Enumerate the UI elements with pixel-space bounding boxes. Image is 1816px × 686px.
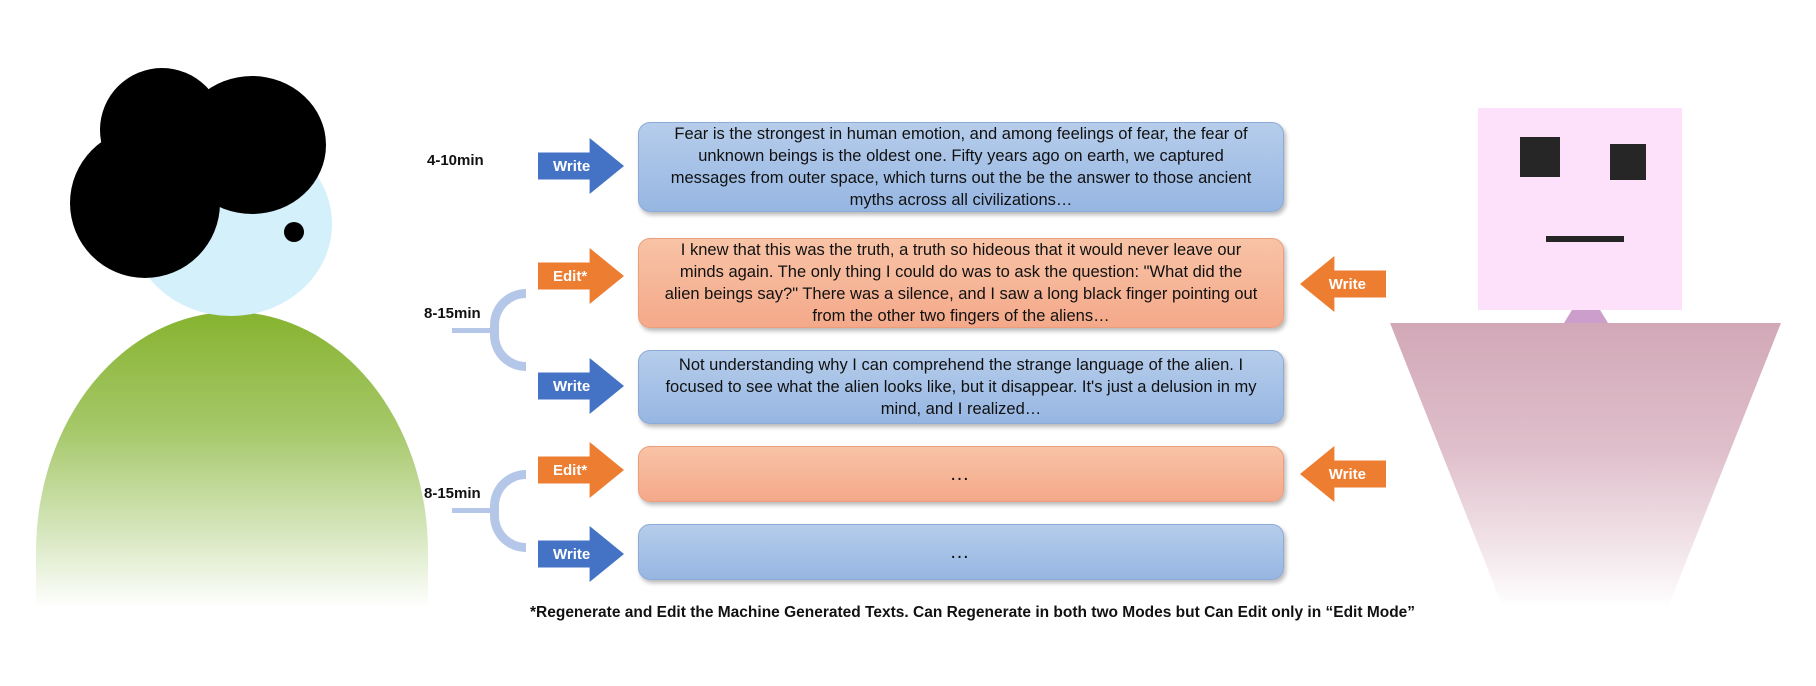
time-label-2: 8-15min: [424, 305, 481, 322]
text-box-edit-2: …: [638, 446, 1284, 502]
robot-mouth: [1546, 236, 1624, 242]
footnote: *Regenerate and Edit the Machine Generat…: [530, 604, 1416, 621]
robot-eye: [1520, 137, 1560, 177]
robot-body: [1390, 323, 1781, 608]
write-arrow-1: Write: [538, 138, 624, 194]
time-label-1: 4-10min: [427, 152, 484, 169]
bracket-stem: [452, 508, 492, 513]
write-arrow-label: Write: [553, 545, 591, 563]
edit-arrow-label: Edit*: [553, 267, 588, 285]
text-box-content: Fear is the strongest in human emotion, …: [670, 125, 1252, 209]
write-arrow-label: Write: [1328, 275, 1366, 293]
time-label-3: 8-15min: [424, 485, 481, 502]
write-arrow-2: Write: [538, 358, 624, 414]
edit-arrow-label: Edit*: [553, 461, 588, 479]
machine-write-arrow-2: Write: [1300, 446, 1386, 502]
text-box-content: Not understanding why I can comprehend t…: [665, 356, 1257, 418]
bracket-2: [490, 470, 526, 552]
robot-head: [1478, 108, 1682, 310]
text-box-write-2: Not understanding why I can comprehend t…: [638, 350, 1284, 424]
text-box-write-3: …: [638, 524, 1284, 580]
human-eye: [284, 222, 304, 242]
text-box-content: …: [949, 541, 973, 563]
edit-arrow-2: Edit*: [538, 442, 624, 498]
human-body: [36, 312, 428, 608]
write-arrow-label: Write: [553, 157, 591, 175]
write-arrow-3: Write: [538, 526, 624, 582]
edit-arrow-1: Edit*: [538, 248, 624, 304]
human-hair: [178, 76, 326, 214]
robot-eye: [1610, 144, 1646, 180]
text-box-write-1: Fear is the strongest in human emotion, …: [638, 122, 1284, 212]
write-arrow-label: Write: [553, 377, 591, 395]
bracket-stem: [452, 328, 492, 333]
machine-write-arrow-1: Write: [1300, 256, 1386, 312]
write-arrow-label: Write: [1328, 465, 1366, 483]
text-box-content: I knew that this was the truth, a truth …: [664, 241, 1258, 325]
text-box-content: …: [949, 463, 973, 485]
text-box-edit-1: I knew that this was the truth, a truth …: [638, 238, 1284, 328]
bracket-1: [490, 289, 526, 371]
